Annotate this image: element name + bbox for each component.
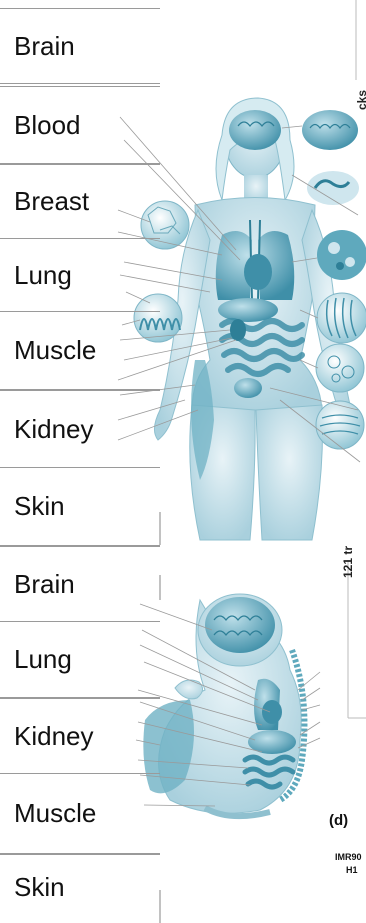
adult-label-skin: Skin — [0, 468, 160, 546]
adult-label-blood: Blood — [0, 86, 160, 164]
fetal-label-kidney: Kidney — [0, 698, 160, 774]
adult-brain-organ — [229, 110, 281, 150]
cell-line-2: H1 — [346, 865, 358, 875]
adult-heart — [244, 254, 272, 290]
adult-label-text: Breast — [14, 186, 89, 217]
fetal-label-brain: Brain — [0, 546, 160, 622]
adult-kidney — [230, 319, 246, 341]
top-rotated-text: cks — [355, 90, 366, 110]
cell-line-1: IMR90 — [335, 852, 362, 862]
adult-label-text: Blood — [14, 110, 81, 141]
blood-tissue-callout — [317, 230, 366, 280]
fetal-label-text: Lung — [14, 644, 72, 675]
fetal-label-muscle: Muscle — [0, 774, 160, 854]
kidney-tissue-callout — [316, 344, 364, 392]
adult-label-breast: Breast — [0, 164, 160, 238]
fetal-label-text: Kidney — [14, 721, 94, 752]
adult-label-text: Skin — [14, 491, 65, 522]
adult-label-text: Muscle — [14, 335, 96, 366]
middle-rotated-text: 121 tr — [341, 546, 355, 578]
fetal-label-lung: Lung — [0, 622, 160, 698]
adult-label-text: Kidney — [14, 414, 94, 445]
fetal-label-text: Muscle — [14, 798, 96, 829]
brain-top-view — [302, 110, 358, 150]
adult-label-muscle: Muscle — [0, 312, 160, 390]
adult-label-lung: Lung — [0, 238, 160, 312]
panel-letter: (d) — [329, 812, 348, 829]
fetal-brain-organ — [205, 597, 275, 653]
muscle-tissue-callout — [317, 293, 366, 343]
adult-label-kidney: Kidney — [0, 390, 160, 468]
adult-label-text: Lung — [14, 260, 72, 291]
fetal-label-skin: Skin — [0, 854, 160, 920]
adult-label-text: Brain — [14, 31, 75, 62]
fetal-heart — [262, 700, 282, 724]
fetal-label-text: Brain — [14, 569, 75, 600]
fetal-label-text: Skin — [14, 872, 65, 903]
adult-label-brain: Brain — [0, 8, 160, 84]
